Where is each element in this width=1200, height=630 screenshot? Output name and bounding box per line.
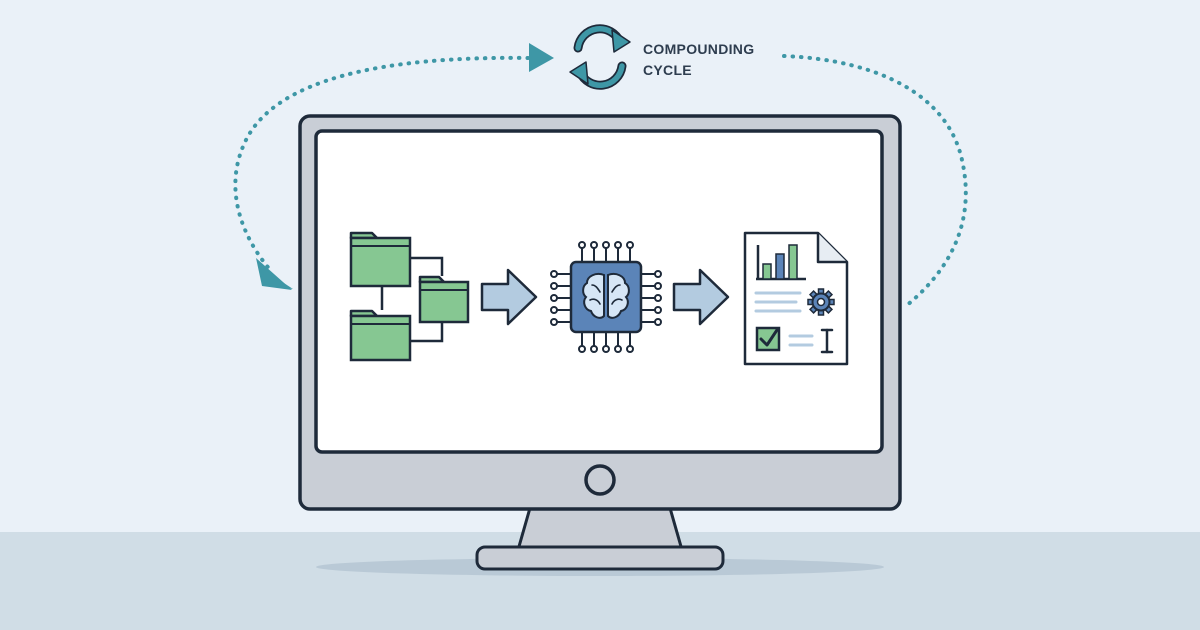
brain-icon bbox=[582, 273, 630, 319]
monitor-stand-neck bbox=[516, 506, 684, 552]
cycle-arrows-icon bbox=[569, 24, 631, 90]
folder-icon bbox=[418, 275, 470, 324]
ai-brain-chip-icon bbox=[550, 241, 662, 353]
right-arrow-icon bbox=[672, 268, 730, 326]
monitor-power-button bbox=[584, 464, 616, 496]
cycle-label-line1: COMPOUNDING bbox=[643, 41, 755, 57]
checkbox-icon bbox=[755, 326, 781, 352]
folder-icon bbox=[349, 231, 412, 288]
cycle-arc-right bbox=[782, 54, 968, 308]
cycle-arrowhead-top bbox=[529, 43, 554, 72]
cycle-loop bbox=[233, 43, 968, 308]
monitor-stand-base bbox=[475, 545, 725, 571]
folder-icon bbox=[349, 309, 412, 362]
cycle-arc-left bbox=[233, 55, 530, 274]
folder-hierarchy-icon bbox=[349, 231, 470, 362]
cycle-label-line2: CYCLE bbox=[643, 62, 692, 78]
cycle-label: COMPOUNDING CYCLE bbox=[643, 39, 793, 81]
right-arrow-icon bbox=[480, 268, 538, 326]
gear-icon bbox=[807, 288, 835, 316]
mini-bar-chart-icon bbox=[756, 244, 806, 281]
text-cursor-icon bbox=[820, 328, 834, 354]
cycle-arrowhead-left-fill bbox=[256, 258, 292, 290]
report-document-icon bbox=[743, 231, 849, 366]
